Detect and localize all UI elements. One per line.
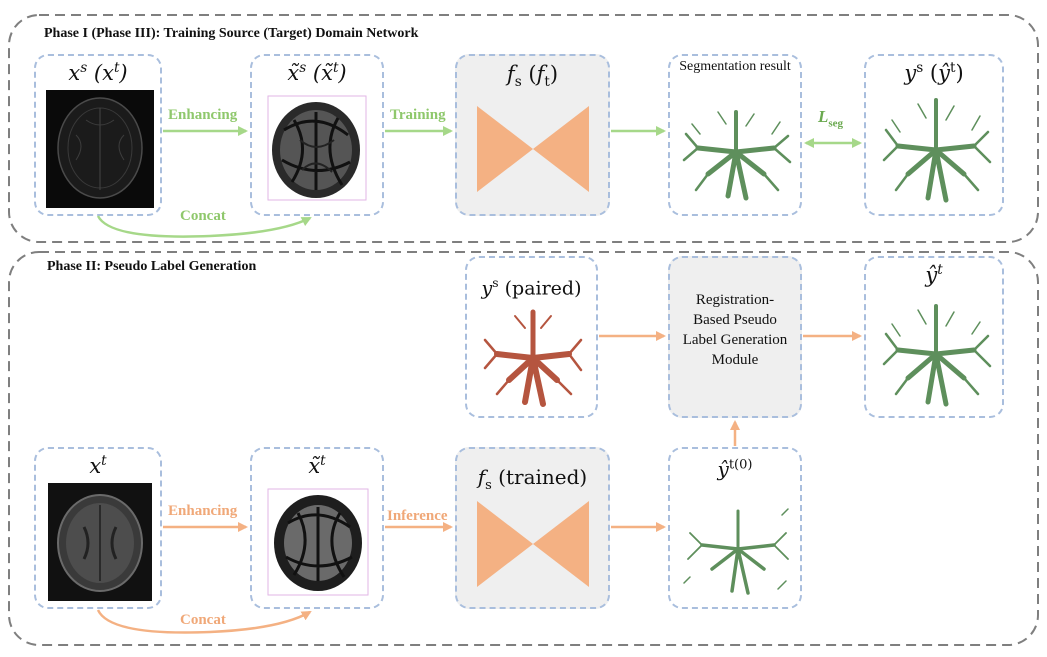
enhancing-label-phase1: Enhancing — [168, 107, 238, 123]
enhanced-target-label: x̃t — [308, 453, 326, 478]
segmentation-result-panel: Segmentation result — [668, 54, 802, 216]
vessel-segmentation-image — [682, 110, 792, 201]
enhanced-brain-image — [267, 95, 367, 201]
ground-truth-panel: ys (ŷt) — [864, 54, 1004, 216]
target-brain-image — [48, 483, 152, 601]
network-label-phase1: fs (ft) — [506, 62, 559, 91]
network-panel-phase2: fs (trained) — [455, 447, 610, 609]
final-pseudo-label-panel: ŷt — [864, 256, 1004, 418]
ground-truth-vessel-image — [882, 98, 992, 203]
pseudo-label-module-label: Registration-Based Pseudo Label Generati… — [682, 292, 788, 368]
network-bowtie-icon-phase2 — [477, 501, 589, 587]
segmentation-result-label: Segmentation result — [679, 59, 791, 74]
target-input-panel: xt — [34, 447, 162, 609]
paired-label-panel: ys (paired) — [465, 256, 598, 418]
final-pseudo-label: ŷt — [925, 262, 943, 287]
concat-label-phase1: Concat — [180, 208, 226, 224]
source-input-label: xs (xt) — [68, 60, 128, 85]
phase1-container — [8, 14, 1039, 243]
target-input-label: xt — [89, 453, 107, 478]
concat-label-phase2: Concat — [180, 612, 226, 628]
initial-pseudo-label-panel: ŷt(0) — [668, 447, 802, 609]
paired-vessel-image — [483, 309, 583, 407]
concat-arrow-phase2 — [96, 609, 312, 634]
loss-label: Lseg — [818, 107, 844, 130]
network-label-phase2: fs (trained) — [477, 465, 588, 493]
paired-label: ys (paired) — [481, 276, 582, 300]
network-panel-phase1: fs (ft) — [455, 54, 610, 216]
brain-volume-image — [46, 90, 154, 208]
initial-pseudo-label: ŷt(0) — [717, 457, 753, 481]
final-pseudo-vessel-image — [882, 304, 992, 407]
initial-vessel-image — [683, 508, 789, 595]
pseudo-label-module-panel: Registration-Based Pseudo Label Generati… — [668, 256, 802, 418]
network-bowtie-icon — [477, 106, 589, 192]
enhanced-target-brain-image — [267, 488, 369, 596]
enhanced-target-panel: x̃t — [250, 447, 384, 609]
enhanced-source-label: x̃s (x̃t) — [287, 60, 347, 85]
ground-truth-label: ys (ŷt) — [904, 60, 964, 85]
training-label: Training — [390, 107, 446, 123]
phase2-container — [8, 251, 1039, 646]
phase2-title: Phase II: Pseudo Label Generation — [47, 259, 257, 274]
enhanced-source-panel: x̃s (x̃t) — [250, 54, 384, 216]
source-input-panel: xs (xt) — [34, 54, 162, 216]
concat-arrow-phase1 — [96, 215, 312, 238]
inference-label: Inference — [387, 508, 448, 524]
enhancing-label-phase2: Enhancing — [168, 503, 238, 519]
phase1-title: Phase I (Phase III): Training Source (Ta… — [44, 26, 419, 41]
